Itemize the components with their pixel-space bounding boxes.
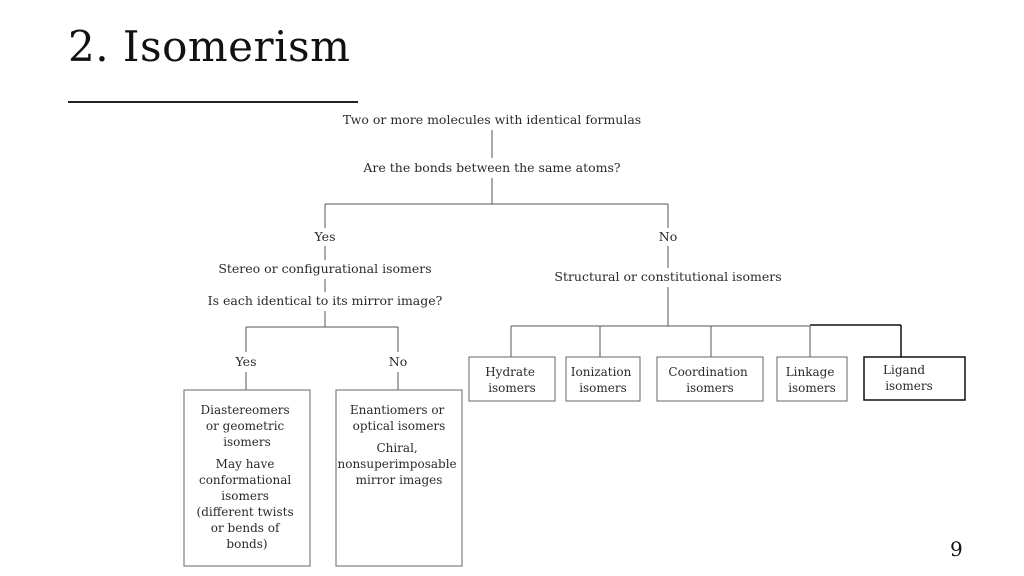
hydrate-isomers-box: [468, 356, 556, 402]
enantiomers-box: [335, 389, 463, 567]
no-label: No: [659, 229, 677, 244]
diastereomers-box: [183, 389, 311, 567]
question-mirror-image: Is each identical to its mirror image?: [208, 293, 443, 308]
ligand-isomers-box: [863, 356, 966, 401]
question-same-atoms: Are the bonds between the same atoms?: [362, 160, 621, 175]
coordination-isomers-label: Coordination isomers: [668, 365, 751, 395]
page-number: 9: [950, 537, 963, 561]
mirror-yes-label: Yes: [235, 354, 257, 369]
linkage-isomers-box: [776, 356, 848, 402]
stereo-isomers-node: Stereo or configurational isomers: [218, 261, 431, 276]
diastereomers-text: Diastereomers or geometric isomers: [201, 403, 294, 449]
hydrate-isomers-label: Hydrate isomers: [485, 365, 539, 395]
conformational-text: May have conformational isomers (differe…: [197, 457, 298, 551]
yes-label: Yes: [314, 229, 336, 244]
ionization-isomers-label: Ionization isomers: [571, 365, 635, 395]
coordination-isomers-box: [656, 356, 764, 402]
linkage-isomers-label: Linkage isomers: [786, 365, 839, 395]
enantiomers-text: Enantiomers or optical isomers: [350, 403, 448, 433]
title-underline: [68, 101, 358, 103]
ionization-isomers-box: [565, 356, 641, 402]
structural-isomers-node: Structural or constitutional isomers: [554, 269, 781, 284]
root-node: Two or more molecules with identical for…: [343, 112, 641, 127]
mirror-no-label: No: [389, 354, 407, 369]
chiral-text: Chiral, nonsuperimposable mirror images: [338, 441, 461, 487]
ligand-isomers-label: Ligand isomers: [883, 363, 933, 393]
slide-title: 2. Isomerism: [68, 22, 351, 71]
